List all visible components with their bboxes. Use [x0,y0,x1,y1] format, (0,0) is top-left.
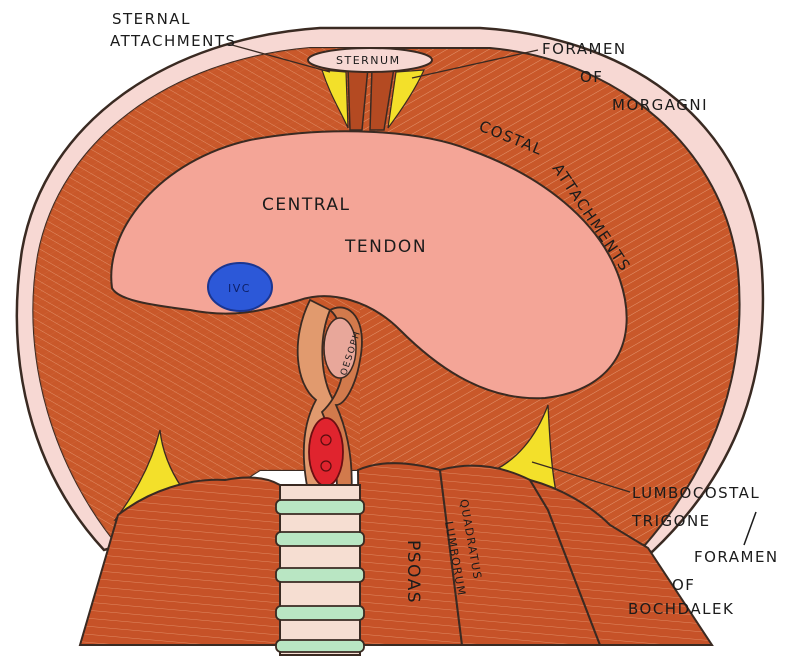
label-sternum: STERNUM [336,54,401,67]
label-morgagni-3: MORGAGNI [612,96,708,114]
intervertebral-disc-1 [276,500,364,514]
label-tendon: TENDON [344,237,427,257]
intervertebral-disc-3 [276,568,364,582]
label-central: CENTRAL [262,195,350,215]
label-lumbocostal-1: LUMBOCOSTAL [632,484,760,502]
label-sternal-1: STERNAL [112,10,191,28]
intervertebral-disc-5 [276,640,364,652]
label-ivc: IVC [228,282,251,295]
label-lumbocostal-3: FORAMEN [694,548,779,566]
aortic-hiatus [309,418,343,486]
label-psoas: PSOAS [403,540,423,604]
label-slash [744,512,756,545]
intervertebral-disc-4 [276,606,364,620]
label-lumbocostal-2: TRIGONE [631,512,711,530]
label-sternal-2: ATTACHMENTS [110,32,237,50]
label-lumbocostal-5: BOCHDALEK [628,600,734,618]
label-morgagni-1: FORAMEN [542,40,627,58]
label-lumbocostal-4: OF [672,576,695,594]
intervertebral-disc-2 [276,532,364,546]
label-morgagni-2: OF [580,68,603,86]
